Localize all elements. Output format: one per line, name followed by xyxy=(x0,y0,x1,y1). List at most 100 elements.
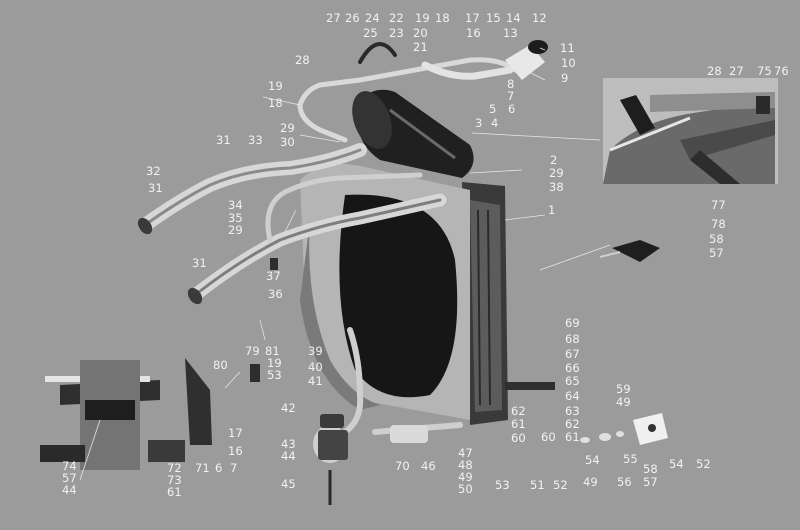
part-label-68: 68 xyxy=(565,332,580,346)
part-label-63: 63 xyxy=(565,404,580,418)
part-label-26: 26 xyxy=(345,11,360,25)
part-label-56: 56 xyxy=(617,475,632,489)
part-label-77: 77 xyxy=(711,198,726,212)
part-label-53: 53 xyxy=(495,478,510,492)
inset-detail-photo xyxy=(603,78,778,184)
part-label-12: 12 xyxy=(532,11,547,25)
part-label-48: 48 xyxy=(458,458,473,472)
part-label-19c: 19 xyxy=(267,356,282,370)
part-label-15: 15 xyxy=(486,11,501,25)
part-label-78: 78 xyxy=(711,217,726,231)
part-label-58: 58 xyxy=(709,232,724,246)
part-label-3: 3 xyxy=(475,116,483,130)
part-label-39: 39 xyxy=(308,344,323,358)
part-label-76: 76 xyxy=(774,64,789,78)
part-label-16: 16 xyxy=(466,26,481,40)
part-label-74: 74 xyxy=(62,459,77,473)
part-label-70: 70 xyxy=(395,459,410,473)
part-label-40: 40 xyxy=(308,360,323,374)
part-label-57b: 57 xyxy=(643,475,658,489)
part-label-19b: 19 xyxy=(268,79,283,93)
part-label-6: 6 xyxy=(508,102,516,116)
part-label-61b: 61 xyxy=(511,417,526,431)
part-label-37: 37 xyxy=(266,269,281,283)
part-label-80: 80 xyxy=(213,358,228,372)
part-label-6b: 6 xyxy=(215,461,223,475)
part-label-54b: 54 xyxy=(669,457,684,471)
part-label-7: 7 xyxy=(507,89,515,103)
part-label-27: 27 xyxy=(326,11,341,25)
part-label-66: 66 xyxy=(565,361,580,375)
part-label-32: 32 xyxy=(146,164,161,178)
part-label-28: 28 xyxy=(295,53,310,67)
part-label-1: 1 xyxy=(548,203,556,217)
part-label-16: 16 xyxy=(228,444,243,458)
part-label-52b: 52 xyxy=(553,478,568,492)
part-label-50: 50 xyxy=(458,482,473,496)
part-label-25: 25 xyxy=(363,26,378,40)
part-label-64: 64 xyxy=(565,389,580,403)
part-label-65: 65 xyxy=(565,374,580,388)
part-label-9: 9 xyxy=(561,71,569,85)
part-label-44: 44 xyxy=(281,449,296,463)
part-label-60: 60 xyxy=(541,430,556,444)
radiator-core xyxy=(462,182,508,425)
part-label-31b: 31 xyxy=(148,181,163,195)
part-label-62: 62 xyxy=(565,417,580,431)
part-label-79: 79 xyxy=(245,344,260,358)
part-label-35: 35 xyxy=(228,211,243,225)
leader-lines xyxy=(79,47,611,481)
part-label-73: 73 xyxy=(167,473,182,487)
part-label-5: 5 xyxy=(489,102,497,116)
part-label-29c: 29 xyxy=(549,166,564,180)
part-label-18b: 18 xyxy=(268,96,283,110)
part-label-54: 54 xyxy=(585,453,600,467)
part-label-57: 57 xyxy=(709,246,724,260)
part-label-49b: 49 xyxy=(583,475,598,489)
part-label-18: 18 xyxy=(435,11,450,25)
part-label-7b: 7 xyxy=(230,461,238,475)
part-label-61: 61 xyxy=(565,430,580,444)
filler-cap xyxy=(505,40,548,80)
mounting-bracket xyxy=(40,358,212,470)
part-label-14: 14 xyxy=(506,11,521,25)
part-label-23: 23 xyxy=(389,26,404,40)
part-label-13: 13 xyxy=(503,26,518,40)
part-label-19: 19 xyxy=(415,11,430,25)
part-label-20: 20 xyxy=(413,26,428,40)
part-label-51: 51 xyxy=(530,478,545,492)
part-label-21: 21 xyxy=(413,40,428,54)
part-label-33: 33 xyxy=(248,133,263,147)
part-label-67: 67 xyxy=(565,347,580,361)
part-label-62b: 62 xyxy=(511,404,526,418)
coolant-hoses xyxy=(138,42,518,435)
part-label-10: 10 xyxy=(561,56,576,70)
part-label-75: 75 xyxy=(757,64,772,78)
part-label-53b: 53 xyxy=(267,368,282,382)
part-label-49c: 49 xyxy=(458,470,473,484)
part-label-44b: 44 xyxy=(62,483,77,497)
part-label-60b: 60 xyxy=(511,431,526,445)
part-label-61c: 61 xyxy=(167,485,182,499)
part-label-24: 24 xyxy=(365,11,380,25)
part-label-29: 29 xyxy=(280,121,295,135)
part-label-2: 2 xyxy=(550,153,558,167)
part-label-72: 72 xyxy=(167,461,182,475)
part-label-41: 41 xyxy=(308,374,323,388)
part-label-45: 45 xyxy=(281,477,296,491)
hose-ends xyxy=(137,217,428,505)
part-label-8: 8 xyxy=(507,77,515,91)
part-label-43: 43 xyxy=(281,437,296,451)
part-label-4: 4 xyxy=(491,116,499,130)
expansion-tank xyxy=(352,89,474,178)
part-label-38: 38 xyxy=(549,180,564,194)
part-label-71: 71 xyxy=(195,461,210,475)
part-label-49: 49 xyxy=(616,395,631,409)
part-label-69: 69 xyxy=(565,316,580,330)
part-label-42: 42 xyxy=(281,401,296,415)
part-label-31c: 31 xyxy=(192,256,207,270)
part-label-34: 34 xyxy=(228,198,243,212)
part-label-29b: 29 xyxy=(228,223,243,237)
part-label-46: 46 xyxy=(421,459,436,473)
